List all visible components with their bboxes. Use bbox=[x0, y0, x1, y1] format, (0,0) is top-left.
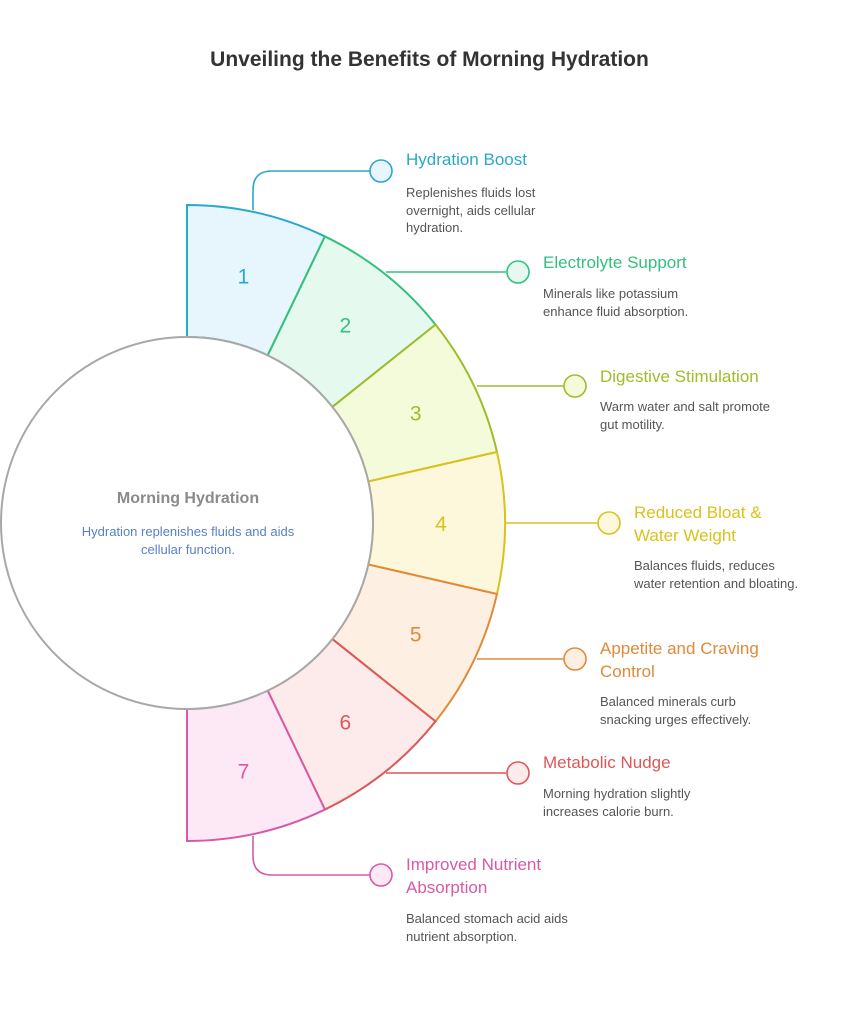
segment-number-2: 2 bbox=[339, 314, 351, 337]
diagram-title: Unveiling the Benefits of Morning Hydrat… bbox=[210, 48, 649, 71]
item-title-line: Appetite and Craving bbox=[600, 639, 759, 658]
item-title-line: Digestive Stimulation bbox=[600, 367, 759, 386]
center-circle bbox=[0, 336, 374, 710]
item-description-line: Balanced stomach acid aids bbox=[406, 911, 568, 926]
item-description-line: water retention and bloating. bbox=[634, 575, 799, 591]
item-title-line: Control bbox=[600, 662, 655, 681]
item-description-line: Morning hydration slightly bbox=[543, 786, 691, 801]
item-description-2: Minerals like potassium enhance fluid abs… bbox=[543, 285, 763, 320]
item-description-line: nutrient absorption. bbox=[406, 928, 518, 944]
item-description-line: snacking urges effectively. bbox=[600, 711, 752, 727]
connector-dot-4 bbox=[597, 511, 621, 535]
item-description-line: Replenishes fluids lost bbox=[406, 185, 536, 200]
item-description-line: overnight, aids cellular bbox=[406, 202, 536, 218]
item-title-2: Electrolyte Support bbox=[543, 251, 763, 274]
segment-number-6: 6 bbox=[339, 712, 351, 735]
connector-dot-7 bbox=[369, 863, 393, 887]
item-description-7: Balanced stomach acid aids nutrient absor… bbox=[406, 910, 626, 945]
item-title-line: Electrolyte Support bbox=[543, 253, 687, 272]
item-title-4: Reduced Bloat & Water Weight bbox=[634, 501, 854, 547]
item-title-line: Improved Nutrient bbox=[406, 855, 542, 874]
item-title-3: Digestive Stimulation bbox=[600, 365, 820, 388]
item-description-line: increases calorie burn. bbox=[543, 803, 674, 819]
center-title: Morning Hydration bbox=[116, 490, 260, 507]
item-description-1: Replenishes fluids lost overnight, aids c… bbox=[406, 184, 626, 237]
connector-dot-3 bbox=[563, 374, 587, 398]
item-title-line: Reduced Bloat & bbox=[634, 503, 762, 522]
item-description-line: Minerals like potassium bbox=[543, 286, 679, 301]
item-description-3: Warm water and salt promote gut motility. bbox=[600, 398, 820, 433]
item-title-1: Hydration Boost bbox=[406, 148, 626, 171]
item-description-4: Balances fluids, reduces water retention … bbox=[634, 557, 854, 592]
item-description-line: Warm water and salt promote bbox=[600, 399, 771, 414]
item-description-6: Morning hydration slightly increases calo… bbox=[543, 785, 763, 820]
segment-number-5: 5 bbox=[410, 623, 422, 646]
item-title-line: Hydration Boost bbox=[406, 150, 527, 169]
connector-7 bbox=[252, 836, 370, 876]
segment-number-1: 1 bbox=[238, 265, 250, 288]
item-description-line: Balanced minerals curb bbox=[600, 694, 736, 709]
connector-dot-1 bbox=[369, 159, 393, 183]
connector-1 bbox=[252, 170, 370, 210]
item-title-line: Water Weight bbox=[634, 526, 737, 545]
item-title-6: Metabolic Nudge bbox=[543, 751, 763, 774]
item-description-line: hydration. bbox=[406, 220, 464, 235]
connector-dot-5 bbox=[563, 647, 587, 671]
item-description-line: Balances fluids, reduces bbox=[634, 558, 775, 573]
item-description-line: gut motility. bbox=[600, 416, 665, 432]
segment-number-4: 4 bbox=[435, 513, 447, 536]
segment-number-3: 3 bbox=[410, 403, 422, 426]
item-title-line: Metabolic Nudge bbox=[543, 753, 671, 772]
connector-dot-2 bbox=[506, 260, 530, 284]
segment-number-7: 7 bbox=[238, 761, 250, 784]
item-title-line: Absorption bbox=[406, 878, 488, 897]
connector-dot-6 bbox=[506, 761, 530, 785]
center-description: Hydration replenishes fluids and aids ce… bbox=[81, 524, 295, 557]
item-description-line: enhance fluid absorption. bbox=[543, 303, 689, 319]
item-description-5: Balanced minerals curb snacking urges eff… bbox=[600, 693, 820, 728]
